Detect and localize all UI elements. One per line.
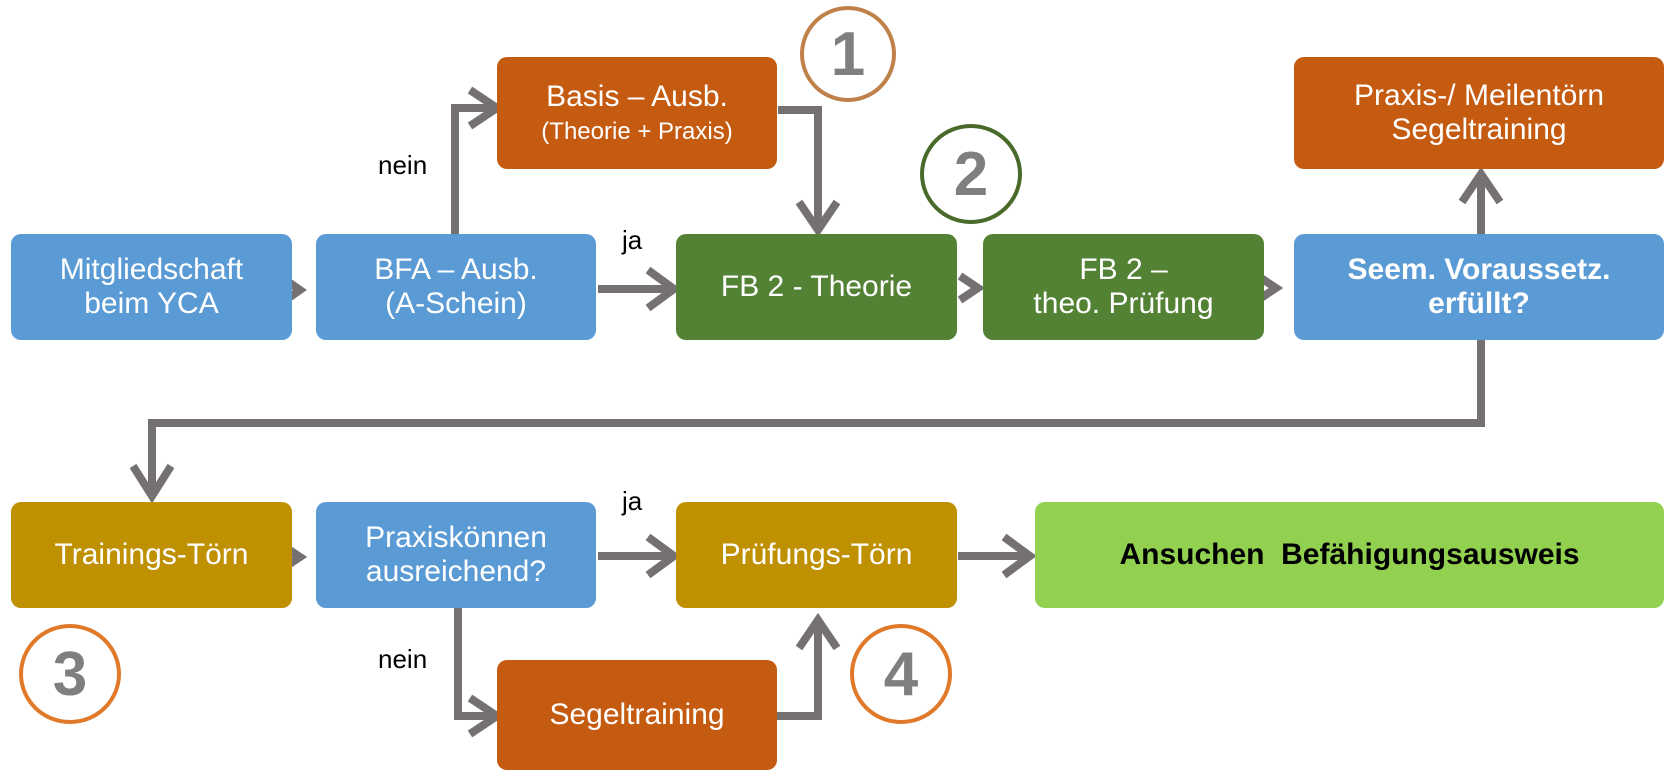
- node-trainings-toern: Trainings-Törn: [11, 502, 292, 608]
- arrow-praxiskoennen-to-segeltraining: [454, 608, 497, 720]
- node-bfa-line2: (A-Schein): [385, 287, 527, 320]
- node-fb2-pruefung: FB 2 – theo. Prüfung: [983, 234, 1264, 340]
- node-segeltraining: Segeltraining: [497, 660, 777, 770]
- node-praxis-meilentoern: Praxis-/ Meilentörn Segeltraining: [1294, 57, 1664, 169]
- step-marker-1: 1: [800, 6, 896, 102]
- arrow-seem-to-trainings: [148, 340, 1485, 494]
- step-marker-3: 3: [19, 624, 121, 724]
- node-mitgliedschaft: Mitgliedschaft beim YCA: [11, 234, 292, 340]
- node-mitgliedschaft-line1: Mitgliedschaft: [59, 253, 244, 287]
- node-fb2-pruefung-line2: theo. Prüfung: [1033, 287, 1214, 320]
- node-basis-line2: (Theorie + Praxis): [541, 118, 733, 146]
- edge-label-nein-top: nein: [378, 150, 428, 180]
- edge-label-ja-bottom: ja: [622, 486, 643, 516]
- edge-label-nein-bottom: nein: [378, 644, 428, 674]
- edge-label-ja-top: ja: [622, 225, 643, 255]
- node-fb2-theorie-line1: FB 2 - Theorie: [720, 270, 913, 304]
- node-bfa: BFA – Ausb. (A-Schein): [316, 234, 596, 340]
- node-fb2-pruefung-line1: FB 2 –: [1079, 253, 1168, 287]
- node-ansuchen-line1: Ansuchen Befähigungsausweis: [1119, 538, 1580, 572]
- node-praxis-meilen-line2: Segeltraining: [1391, 113, 1567, 146]
- node-pruefungs-toern: Prüfungs-Törn: [676, 502, 957, 608]
- arrow-fb2-theorie-to-pruefung: [957, 272, 986, 304]
- node-trainings-line1: Trainings-Törn: [54, 538, 249, 572]
- node-praxis-meilen-line1: Praxis-/ Meilentörn: [1353, 79, 1605, 113]
- node-seem-line1: Seem. Voraussetz.: [1347, 253, 1611, 287]
- node-bfa-line1: BFA – Ausb.: [374, 253, 538, 287]
- node-segeltraining-line1: Segeltraining: [549, 698, 725, 732]
- arrow-segeltraining-to-pruefungs: [776, 620, 822, 720]
- node-fb2-theorie: FB 2 - Theorie: [676, 234, 957, 340]
- arrow-basis-to-fb2-theorie: [778, 106, 822, 228]
- node-praxiskoennen-line1: Praxiskönnen: [365, 521, 547, 555]
- node-pruefungs-line1: Prüfungs-Törn: [720, 538, 913, 572]
- step-marker-2: 2: [920, 124, 1022, 224]
- node-praxiskoennen-line2: ausreichend?: [365, 555, 547, 588]
- node-seem-voraussetzungen: Seem. Voraussetz. erfüllt?: [1294, 234, 1664, 340]
- node-basis: Basis – Ausb. (Theorie + Praxis): [497, 57, 777, 169]
- node-praxiskoennen: Praxiskönnen ausreichend?: [316, 502, 596, 608]
- step-marker-4: 4: [850, 624, 952, 724]
- node-mitgliedschaft-line2: beim YCA: [84, 287, 219, 320]
- node-seem-line2: erfüllt?: [1428, 287, 1530, 320]
- node-basis-line1: Basis – Ausb.: [546, 79, 728, 113]
- arrow-bfa-to-basis: [451, 104, 497, 234]
- arrow-pruefung-to-seem: [1255, 272, 1284, 304]
- node-ansuchen: Ansuchen Befähigungsausweis: [1035, 502, 1664, 608]
